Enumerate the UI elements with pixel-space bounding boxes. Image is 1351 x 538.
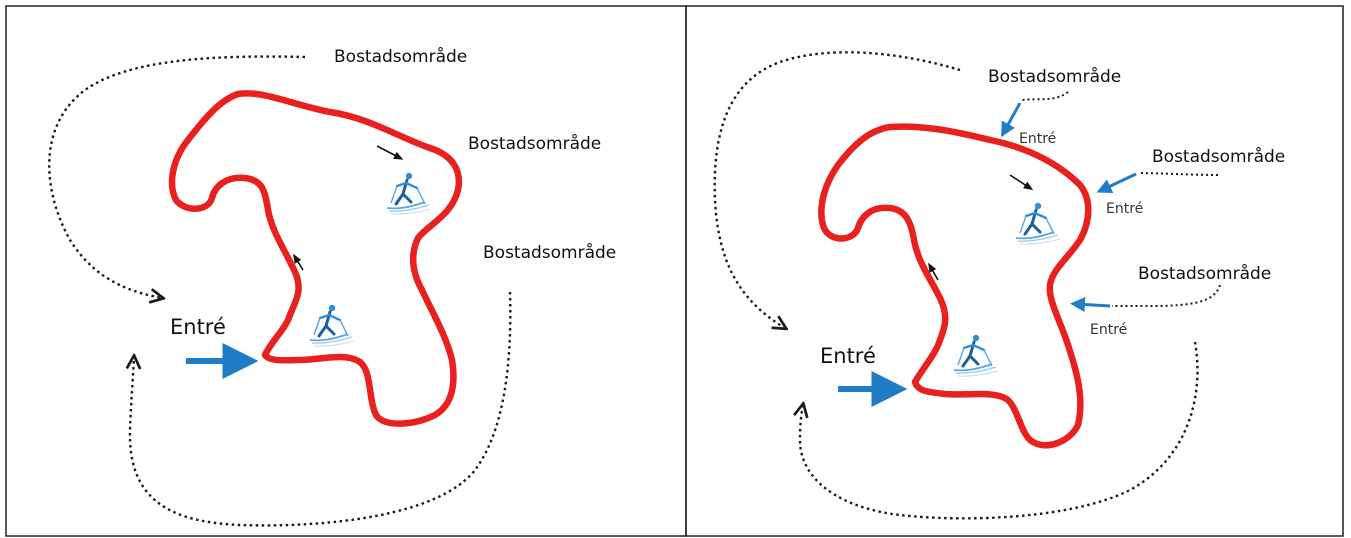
right-label-entrance-right-lower: Entré <box>1090 322 1127 338</box>
left-label-area-right-upper: Bostadsområde <box>468 133 601 154</box>
left-label-area-right-lower: Bostadsområde <box>483 242 616 263</box>
left-label-area-top: Bostadsområde <box>334 46 467 67</box>
right-dotted-path-top <box>713 51 961 328</box>
right-dotted-connector-mid <box>1137 172 1219 176</box>
right-direction-arrow-upper <box>1009 174 1034 191</box>
right-dotted-connector-low <box>1112 284 1221 307</box>
right-label-entrance-top: Entré <box>1019 131 1056 147</box>
left-direction-arrow-upper <box>376 145 404 160</box>
right-direction-arrow-lower <box>928 262 939 281</box>
skier-icon <box>385 171 433 216</box>
right-label-entrance: Entré <box>820 344 876 368</box>
left-direction-arrow-lower <box>292 253 304 271</box>
right-panel-frame <box>685 5 1344 537</box>
skier-icon <box>952 333 1000 378</box>
skier-icon <box>1014 201 1062 246</box>
left-panel-frame <box>5 5 687 537</box>
right-entrance-arrow-low <box>1070 297 1111 313</box>
right-ski-track <box>818 123 1092 449</box>
skier-icon <box>308 303 356 348</box>
right-dotted-path-bottom <box>800 341 1199 520</box>
left-panel: Bostadsområde Bostadsområde Bostadsområd… <box>48 46 616 527</box>
right-panel: Bostadsområde Bostadsområde Bostadsområd… <box>713 51 1285 520</box>
left-dotted-path-top <box>48 55 306 298</box>
left-ski-track <box>168 90 463 427</box>
left-label-entrance: Entré <box>170 315 226 339</box>
right-label-area-top: Bostadsområde <box>988 66 1121 87</box>
right-label-area-right-lower: Bostadsområde <box>1138 263 1271 284</box>
right-label-area-right-upper: Bostadsområde <box>1152 146 1285 167</box>
right-dotted-connector-top <box>1021 91 1069 101</box>
right-entrance-arrow-mid <box>1096 172 1137 193</box>
right-label-entrance-right-upper: Entré <box>1106 201 1143 217</box>
right-entrance-arrow-top <box>1001 102 1022 138</box>
